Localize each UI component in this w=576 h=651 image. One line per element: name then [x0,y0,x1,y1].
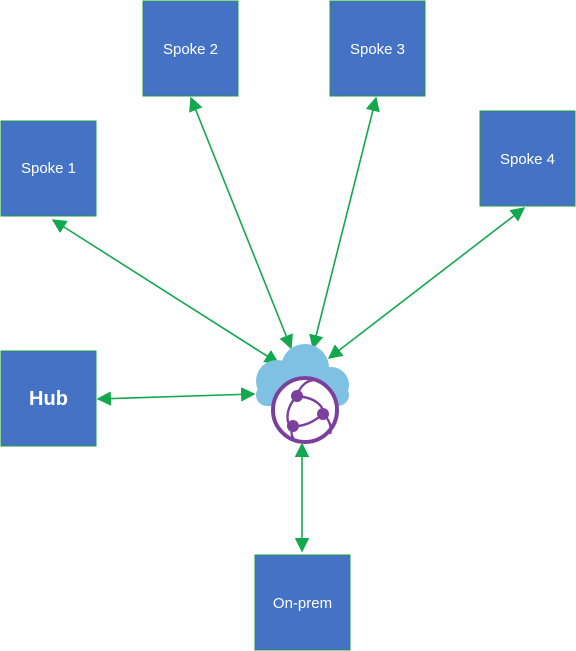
node-spoke-2: Spoke 2 [142,0,239,97]
node-hub-label: Hub [29,388,68,410]
edge-spoke4-center [327,207,526,359]
node-spoke-1: Spoke 1 [0,120,97,217]
edge-spoke2-center [189,96,293,350]
edges [51,96,526,553]
node-spoke-4-label: Spoke 4 [500,151,555,168]
node-on-prem: On-prem [254,554,351,651]
globe-icon [271,376,339,444]
node-on-prem-label: On-prem [273,595,332,612]
node-hub: Hub [0,350,97,447]
edge-spoke3-center [309,96,380,350]
node-spoke-4: Spoke 4 [479,110,576,207]
node-spoke-3: Spoke 3 [329,0,426,97]
edge-spoke1-center [51,219,280,364]
node-spoke-3-label: Spoke 3 [350,41,405,58]
node-spoke-2-label: Spoke 2 [163,41,218,58]
virtual-wan-cloud-icon [256,344,349,444]
node-spoke-1-label: Spoke 1 [21,160,76,177]
edge-hub-center [96,387,256,406]
